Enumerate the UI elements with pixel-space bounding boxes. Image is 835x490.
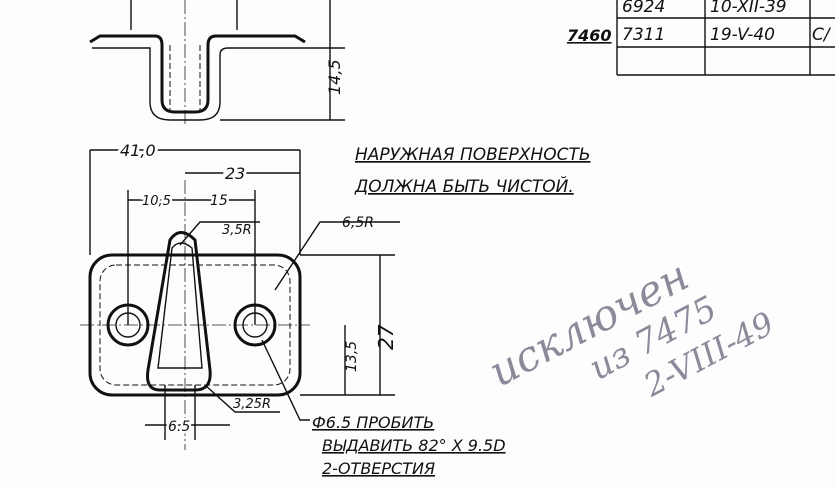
handwritten-annotation: исключен из 7475 2-VIII-49 (481, 251, 780, 405)
table-number-2: 7311 (622, 25, 665, 45)
section-view: 14,5 (89, 0, 345, 125)
table-number-1: 6924 (622, 0, 665, 17)
surface-note-line2: ДОЛЖНА БЫТЬ ЧИСТОЙ. (354, 175, 574, 197)
notes: НАРУЖНАЯ ПОВЕРХНОСТЬ ДОЛЖНА БЫТЬ ЧИСТОЙ.… (312, 145, 591, 478)
hole-note-line1: Ф6.5 ПРОБИТЬ (312, 413, 434, 432)
table-date-1: 10-XII-39 (710, 0, 787, 17)
hole-note-line3: 2-ОТВЕРСТИЯ (322, 459, 435, 478)
dim-6-5r: 6,5R (342, 215, 374, 231)
revision-table: 6924 10-XII-39 7460 7311 19-V-40 C/ (567, 0, 835, 76)
table-note-2: C/ (812, 25, 832, 45)
dim-14-5: 14,5 (325, 59, 344, 95)
front-view: 41,0 23 10,5 15 3,5R 6,5R 27 13,5 6.5 3,… (80, 138, 400, 450)
dim-27: 27 (374, 324, 398, 350)
table-ref-2: 7460 (567, 26, 612, 45)
dim-6-5: 6.5 (168, 419, 190, 435)
dim-3-5r: 3,5R (222, 223, 252, 238)
dim-15: 15 (210, 193, 228, 209)
surface-note-line1: НАРУЖНАЯ ПОВЕРХНОСТЬ (355, 145, 591, 165)
hole-note-line2: ВЫДАВИТЬ 82° X 9.5D (322, 436, 506, 455)
dim-23: 23 (225, 164, 245, 183)
dim-3-25r: 3,25R (233, 397, 271, 412)
dim-41-0: 41,0 (120, 141, 156, 160)
dim-10-5: 10,5 (142, 194, 171, 209)
dim-13-5: 13,5 (344, 341, 360, 372)
table-date-2: 19-V-40 (710, 25, 775, 45)
